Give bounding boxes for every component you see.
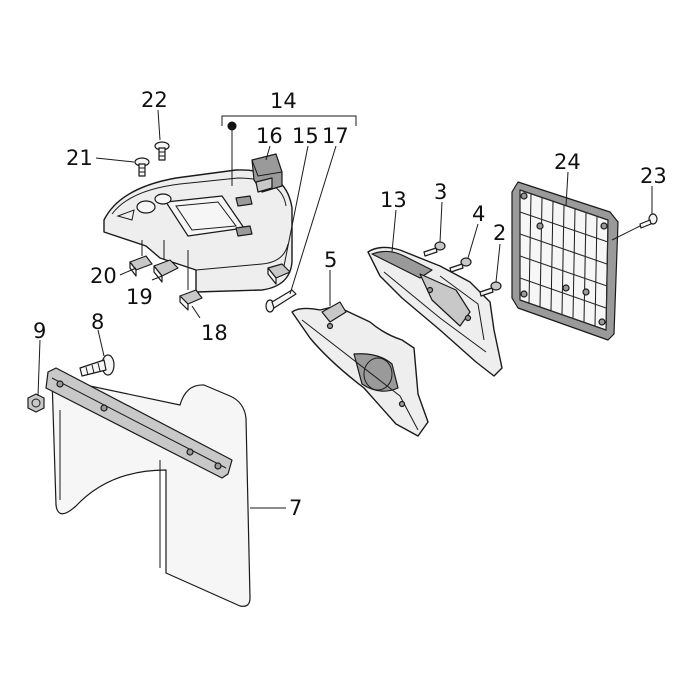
callout-8: 8 <box>91 310 104 334</box>
screw-part-2 <box>479 281 502 297</box>
bolt-part-8 <box>79 354 115 377</box>
callout-17: 17 <box>322 124 349 148</box>
speed-nut-part-18 <box>179 289 203 311</box>
callout-4: 4 <box>472 202 485 226</box>
callout-18: 18 <box>201 321 228 345</box>
callout-9: 9 <box>33 319 46 343</box>
callout-24: 24 <box>554 150 581 174</box>
screw-part-4 <box>449 257 472 273</box>
callout-21: 21 <box>66 146 93 170</box>
flap-mounting-rail <box>45 367 233 479</box>
rivet-part-17 <box>265 289 297 313</box>
inner-bracket-part-5 <box>291 301 429 437</box>
nut-clip-part-15 <box>267 263 291 285</box>
nut-part-9 <box>27 393 45 413</box>
callout-20: 20 <box>90 264 117 288</box>
callout-labels: 2 3 4 5 7 8 9 13 14 15 16 17 18 19 20 21… <box>33 88 667 520</box>
screw-part-22 <box>154 141 170 161</box>
callout-13: 13 <box>380 188 407 212</box>
side-cover-part-13 <box>367 246 503 377</box>
callout-23: 23 <box>640 164 667 188</box>
clip-part-16 <box>251 153 283 193</box>
bracket-plate-part-14 <box>103 169 293 293</box>
leader-lines <box>37 109 653 509</box>
callout-19: 19 <box>126 285 153 309</box>
callout-22: 22 <box>141 88 168 112</box>
mud-flap-part-7 <box>51 377 251 607</box>
speed-nut-part-19 <box>153 259 179 283</box>
callout-15: 15 <box>292 124 319 148</box>
callout-16: 16 <box>256 124 283 148</box>
screw-part-23 <box>639 213 658 229</box>
callout-3: 3 <box>434 180 447 204</box>
screw-part-21 <box>134 157 150 177</box>
plate-holder-part-24 <box>511 181 619 341</box>
callout-7: 7 <box>289 496 302 520</box>
callout-14: 14 <box>270 89 297 113</box>
callout-5: 5 <box>324 248 337 272</box>
callout-2: 2 <box>493 221 506 245</box>
screw-part-3 <box>423 241 446 257</box>
speed-nut-part-20 <box>129 255 153 277</box>
